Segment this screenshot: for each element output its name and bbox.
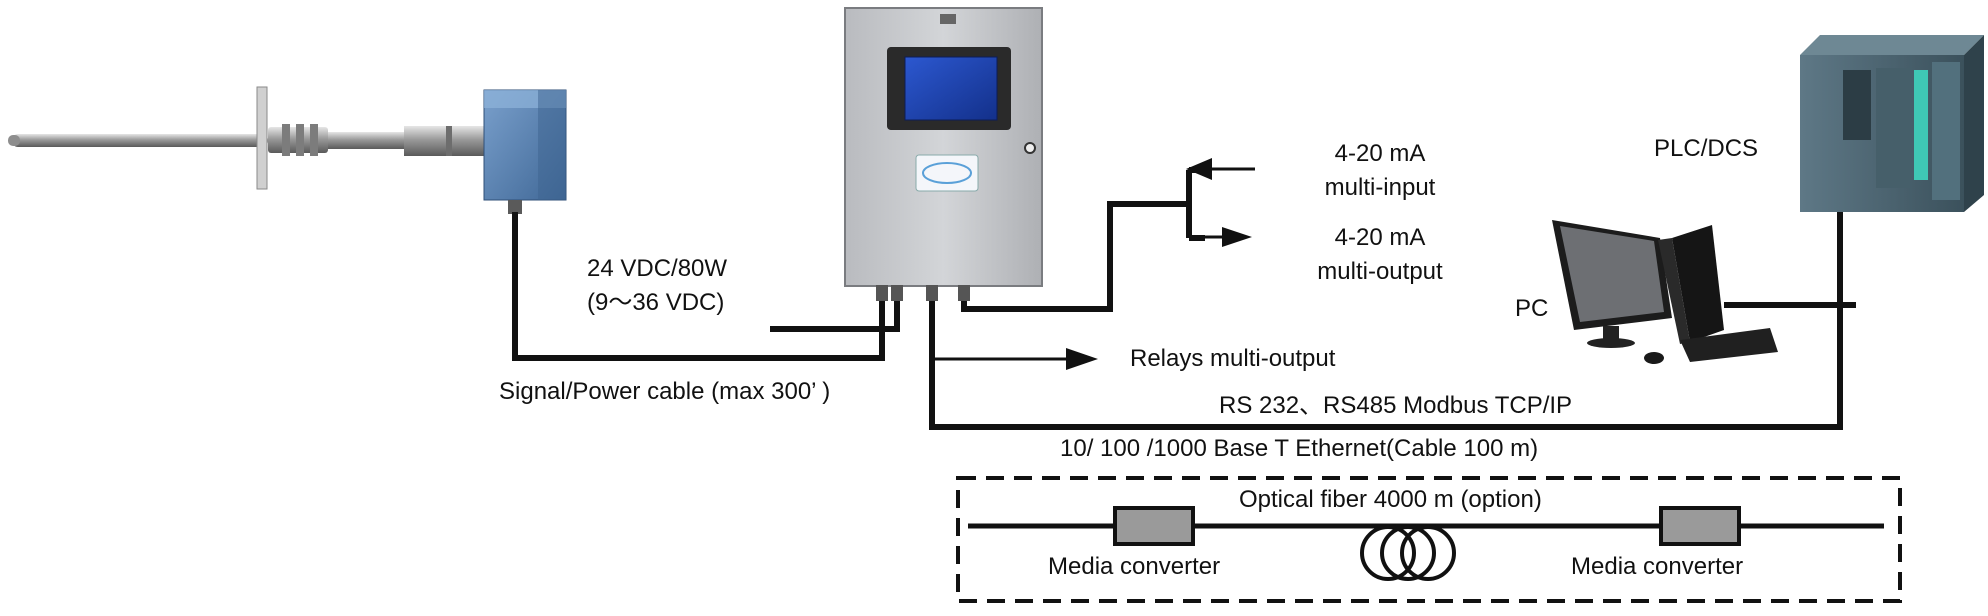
media-converter-right-label: Media converter — [1571, 553, 1744, 580]
relays-label: Relays multi-output — [1130, 345, 1336, 372]
pc-icon — [1552, 220, 1778, 364]
plc-label: PLC/DCS — [1654, 135, 1759, 162]
fiber-coil-icon — [1360, 525, 1456, 581]
fiber-label: Optical fiber 4000 m (option) — [1239, 486, 1542, 513]
media-converter-left-box — [1113, 506, 1195, 546]
ma-output-label-2: multi-output — [1317, 258, 1443, 285]
power-spec-label: 24 VDC/80W — [587, 255, 728, 282]
rs-protocol-label: RS 232、RS485 Modbus TCP/IP — [1219, 392, 1573, 419]
ma-input-label-2: multi-input — [1324, 174, 1436, 201]
signal-cable-label: Signal/Power cable (max 300’ ) — [499, 378, 831, 405]
controller-cabinet-icon — [844, 7, 1043, 301]
junction-box-icon — [483, 89, 567, 214]
ma-output-label-1: 4-20 mA — [1334, 224, 1426, 251]
arrowheads — [1066, 158, 1252, 370]
ma-input-label-1: 4-20 mA — [1334, 140, 1426, 167]
media-converter-left-label: Media converter — [1048, 553, 1221, 580]
plc-icon — [1800, 35, 1984, 212]
wiring — [512, 167, 1856, 430]
pc-label: PC — [1515, 295, 1549, 322]
probe-icon — [8, 86, 484, 190]
power-range-label: (9～36 VDC) — [587, 289, 725, 316]
ethernet-label: 10/ 100 /1000 Base T Ethernet(Cable 100 … — [1060, 435, 1539, 462]
media-converter-right-box — [1659, 506, 1741, 546]
